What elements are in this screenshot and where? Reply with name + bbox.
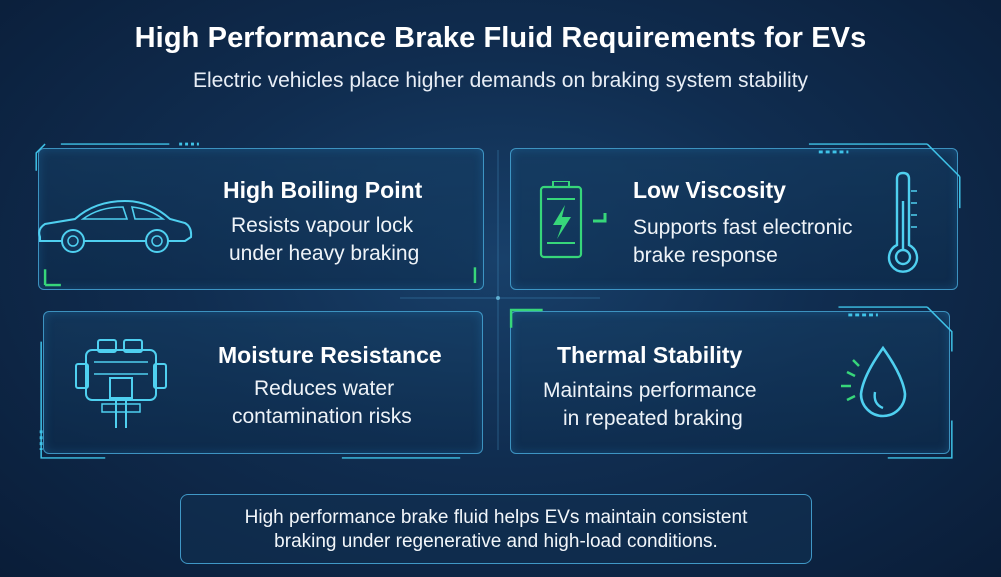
fluid-drop-icon [841, 345, 907, 418]
card-desc-line2: brake response [633, 244, 778, 267]
card-desc-line2: under heavy braking [229, 242, 420, 265]
summary-line2: braking under regenerative and high-load… [274, 531, 718, 552]
card-frame-decoration [39, 341, 461, 459]
card-title: High Boiling Point [223, 177, 423, 203]
card-desc-line2: contamination risks [232, 405, 412, 428]
card-title: Low Viscosity [633, 177, 786, 203]
brake-caliper-icon [75, 339, 167, 428]
card-title: Thermal Stability [557, 342, 743, 368]
card-frame-decoration [808, 143, 961, 209]
card-desc-line1: Reduces water [254, 377, 395, 400]
card-frame-decoration [35, 142, 477, 287]
thermometer-icon [887, 171, 919, 273]
card-moisture-resistance: Moisture Resistance Reduces water contam… [39, 311, 483, 459]
car-icon [38, 199, 193, 253]
card-title: Moisture Resistance [218, 342, 442, 368]
summary-box: High performance brake fluid helps EVs m… [180, 494, 812, 564]
summary-line1: High performance brake fluid helps EVs m… [244, 507, 748, 528]
card-desc-line1: Maintains performance [543, 379, 757, 402]
card-low-viscosity: Low Viscosity Supports fast electronic b… [510, 143, 961, 290]
page-subtitle: Electric vehicles place higher demands o… [192, 69, 809, 92]
card-frame-decoration [509, 306, 953, 459]
card-desc-line1: Supports fast electronic [633, 216, 853, 239]
battery-icon [539, 181, 607, 259]
card-desc-line1: Resists vapour lock [231, 214, 414, 237]
page-title: High Performance Brake Fluid Requirement… [134, 22, 867, 54]
card-thermal-stability: Thermal Stability Maintains performance … [509, 306, 953, 459]
card-desc-line2: in repeated braking [563, 407, 743, 430]
card-high-boiling-point: High Boiling Point Resists vapour lock u… [35, 142, 484, 290]
